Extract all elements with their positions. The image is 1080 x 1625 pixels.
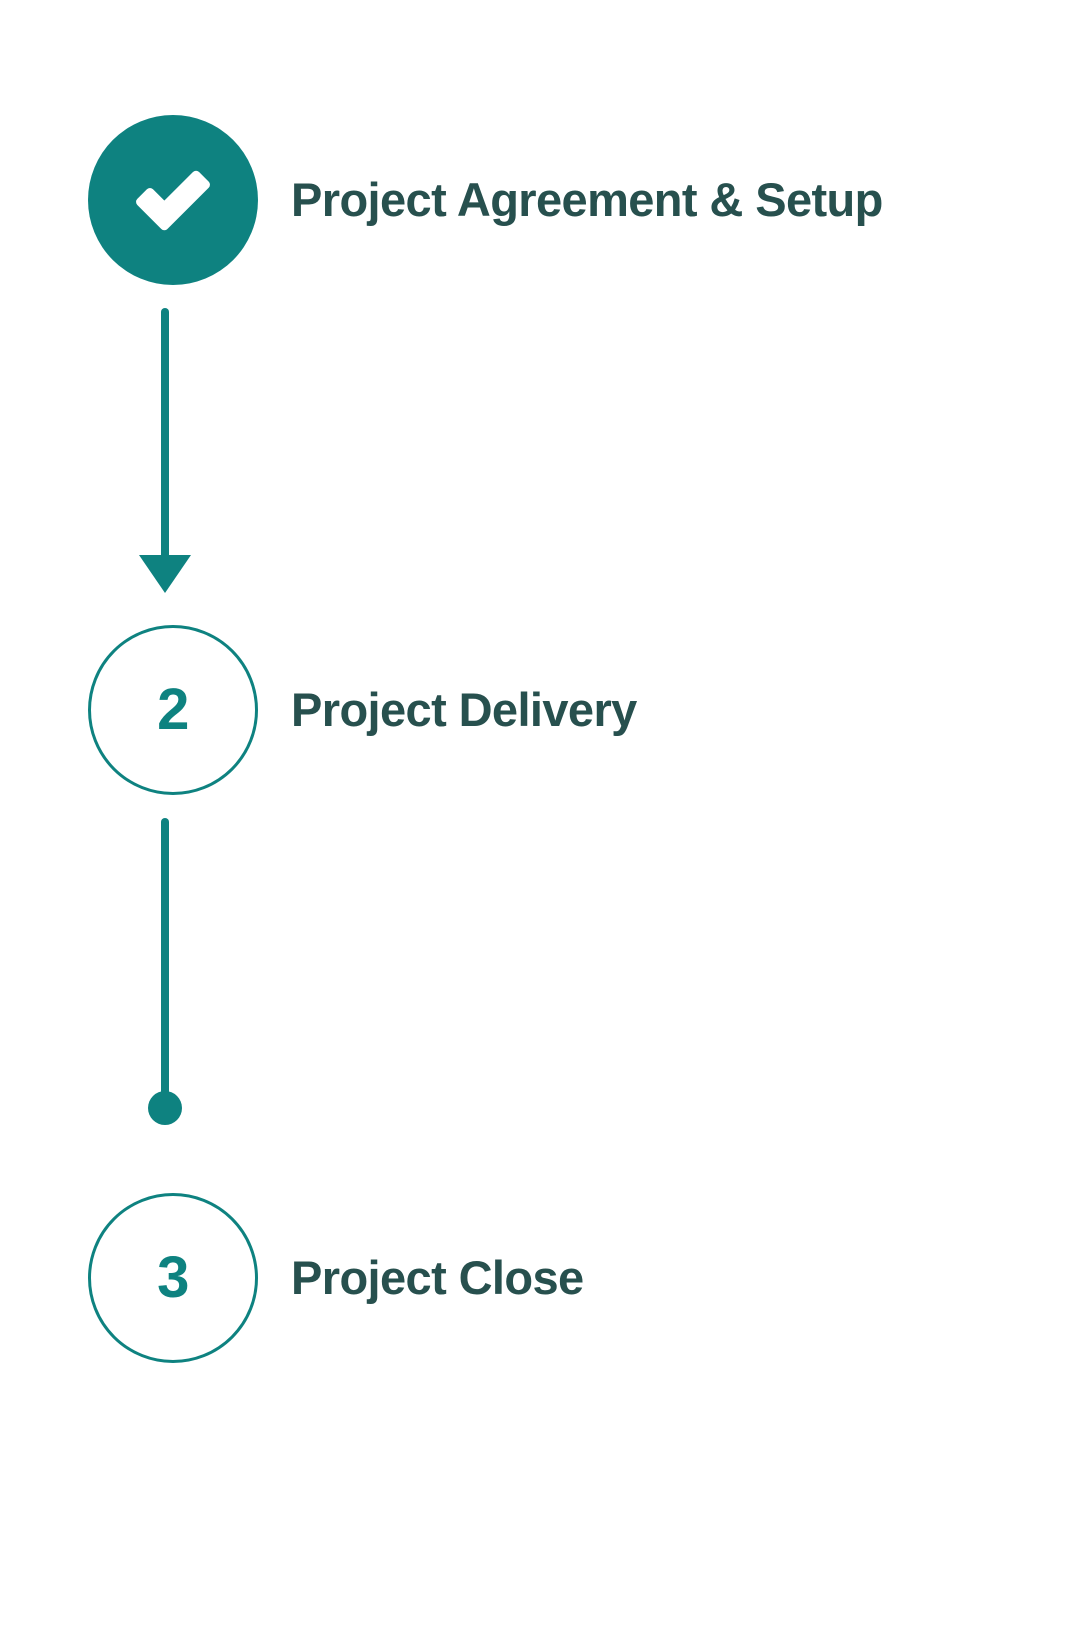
connector-2 [0, 810, 1080, 1130]
step-item-2[interactable]: 2 Project Delivery [0, 625, 1080, 795]
step-number-3: 3 [157, 1245, 189, 1310]
step-number-2: 2 [157, 677, 189, 742]
step-item-1[interactable]: Project Agreement & Setup [0, 115, 1080, 285]
step-marker-1[interactable] [88, 115, 258, 285]
check-icon [136, 170, 210, 231]
step-label-1: Project Agreement & Setup [291, 173, 883, 227]
step-item-3[interactable]: 3 Project Close [0, 1193, 1080, 1363]
dot-icon [148, 1091, 182, 1125]
step-marker-2[interactable]: 2 [88, 625, 258, 795]
connector-line-2 [161, 818, 169, 1103]
arrow-down-icon [139, 555, 191, 593]
step-marker-3[interactable]: 3 [88, 1193, 258, 1363]
step-label-2: Project Delivery [291, 683, 637, 737]
step-label-3: Project Close [291, 1251, 584, 1305]
connector-line-1 [161, 308, 169, 558]
connector-1 [0, 300, 1080, 600]
